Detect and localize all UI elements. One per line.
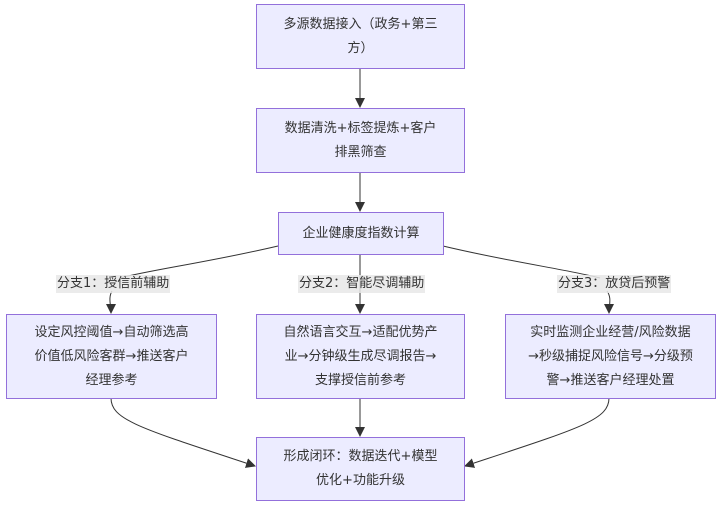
node-multi-source-input: 多源数据接入（政务+第三方）: [256, 4, 465, 69]
node-branch1-pre-credit: 设定风控阈值→自动筛选高价值低风险客群→推送客户经理参考: [6, 314, 217, 399]
node-data-cleaning: 数据清洗+标签提炼+客户排黑筛查: [256, 108, 465, 173]
edge-label-branch1: 分支1：授信前辅助: [56, 275, 171, 293]
node-branch3-post-loan-alert: 实时监测企业经营/风险数据→秒级捕捉风险信号→分级预警→推送客户经理处置: [505, 314, 716, 399]
edge-label-branch3: 分支3：放贷后预警: [557, 275, 672, 293]
node-health-index: 企业健康度指数计算: [278, 212, 444, 255]
node-branch2-due-diligence: 自然语言交互→适配优势产业→分钟级生成尽调报告→支撑授信前参考: [256, 314, 465, 399]
edge-label-branch2: 分支2：智能尽调辅助: [298, 275, 426, 293]
node-closed-loop: 形成闭环：数据迭代+模型优化+功能升级: [256, 437, 465, 501]
edge-branch1-loop: [110, 397, 256, 468]
edge-branch3-loop: [464, 397, 610, 468]
